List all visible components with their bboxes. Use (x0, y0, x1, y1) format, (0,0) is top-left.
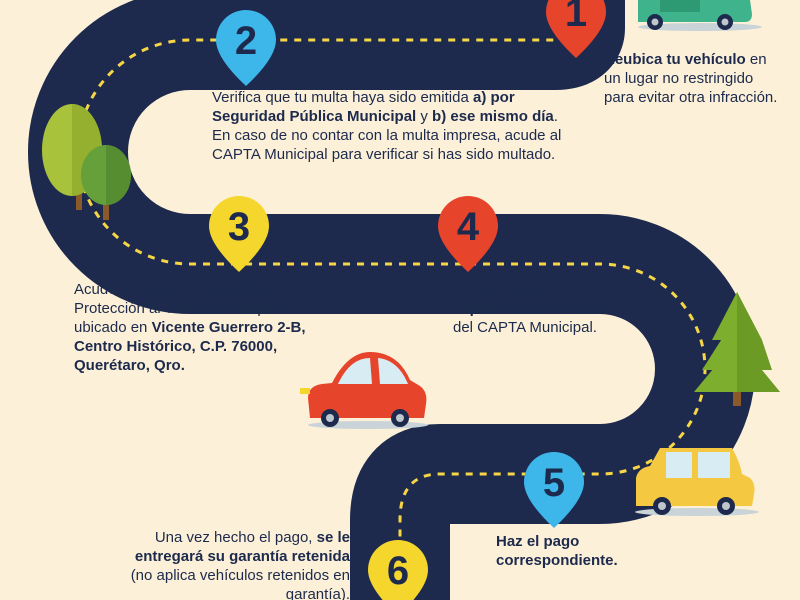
step-3-text: Acude al Centro de Atención y Protección… (74, 281, 306, 374)
yellow-car (635, 448, 759, 516)
step-4-number: 4 (457, 205, 480, 249)
step-3-number: 3 (228, 205, 250, 249)
step-5-text: Haz el pago correspondiente. (496, 533, 618, 569)
step-3-pin: 3 (209, 196, 269, 272)
step-6-pin: 6 (368, 540, 428, 600)
step-1-text: Reubica tu vehículo en un lugar no restr… (604, 51, 778, 106)
step-6-text: Una vez hecho el pago, se le entregará s… (130, 529, 350, 600)
step-6-number: 6 (387, 549, 409, 593)
step-5-number: 5 (543, 461, 565, 505)
pine-tree (694, 292, 780, 406)
red-car (300, 352, 428, 429)
step-4-text: Obtén tu línea de captura en las oficina… (453, 281, 607, 336)
step-1-number: 1 (565, 0, 587, 35)
step-2-pin: 2 (216, 10, 276, 86)
green-car (638, 0, 762, 31)
step-2-text: Verifica que tu multa haya sido emitida … (212, 89, 562, 163)
step-1-pin: 1 (546, 0, 606, 58)
road-center-line (76, 0, 707, 600)
deciduous-tree-dark (81, 145, 131, 220)
step-2-number: 2 (235, 19, 257, 63)
step-4-pin: 4 (438, 196, 498, 272)
step-5-pin: 5 (524, 452, 584, 528)
